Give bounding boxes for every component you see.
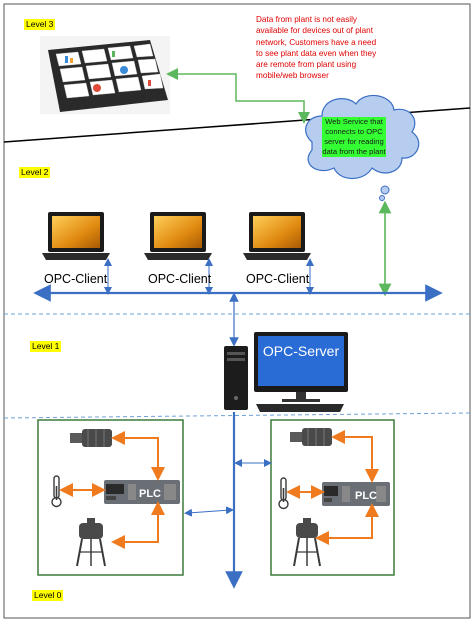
- water-tower-icon: [76, 518, 106, 567]
- left-plant-bus-link: [184, 506, 234, 517]
- laptop-icon: [144, 212, 212, 260]
- plant-box-right: [270, 419, 395, 576]
- level3-label: Level 3: [24, 19, 56, 30]
- dashboard-cloud-connector: [166, 68, 310, 124]
- motor-icon: [290, 428, 332, 446]
- problem-note: Data from plant is not easily available …: [256, 15, 377, 81]
- level0-label: Level 0: [32, 590, 64, 601]
- tower-plc-arrow: [111, 501, 165, 549]
- outer-frame: [3, 3, 471, 619]
- motor-icon: [70, 429, 112, 447]
- client-label-3: OPC-Client: [246, 272, 310, 286]
- level1-separator: [3, 412, 471, 419]
- laptop-icon: [243, 212, 311, 260]
- cloud-label: Web Service that connects to OPC server …: [322, 117, 386, 157]
- thermometer-icon: [278, 477, 289, 510]
- client-label-1: OPC-Client: [44, 272, 108, 286]
- plc-device-icon: [322, 482, 390, 506]
- level1-label: Level 1: [30, 341, 62, 352]
- level2-label: Level 2: [19, 167, 51, 178]
- thermometer-icon: [51, 475, 62, 508]
- cloud-bubble-2: [379, 195, 385, 201]
- water-tower-icon: [293, 518, 321, 567]
- cloud-bubble-1: [380, 185, 390, 195]
- server-monitor-icon: [254, 332, 348, 412]
- motor-plc-arrow: [331, 430, 379, 483]
- tower-plc-arrow: [315, 503, 379, 545]
- motor-plc-arrow: [111, 431, 165, 481]
- client-label-2: OPC-Client: [148, 272, 212, 286]
- plc-label-left: PLC: [139, 488, 161, 500]
- plc-device-icon: [104, 480, 180, 504]
- dashboard-tablets-image: [40, 36, 170, 114]
- plc-label-right: PLC: [355, 490, 377, 502]
- server-label: OPC-Server: [262, 343, 340, 359]
- server-tower-icon: [224, 346, 248, 410]
- laptop-icon: [42, 212, 110, 260]
- plant-box-left: [37, 419, 184, 576]
